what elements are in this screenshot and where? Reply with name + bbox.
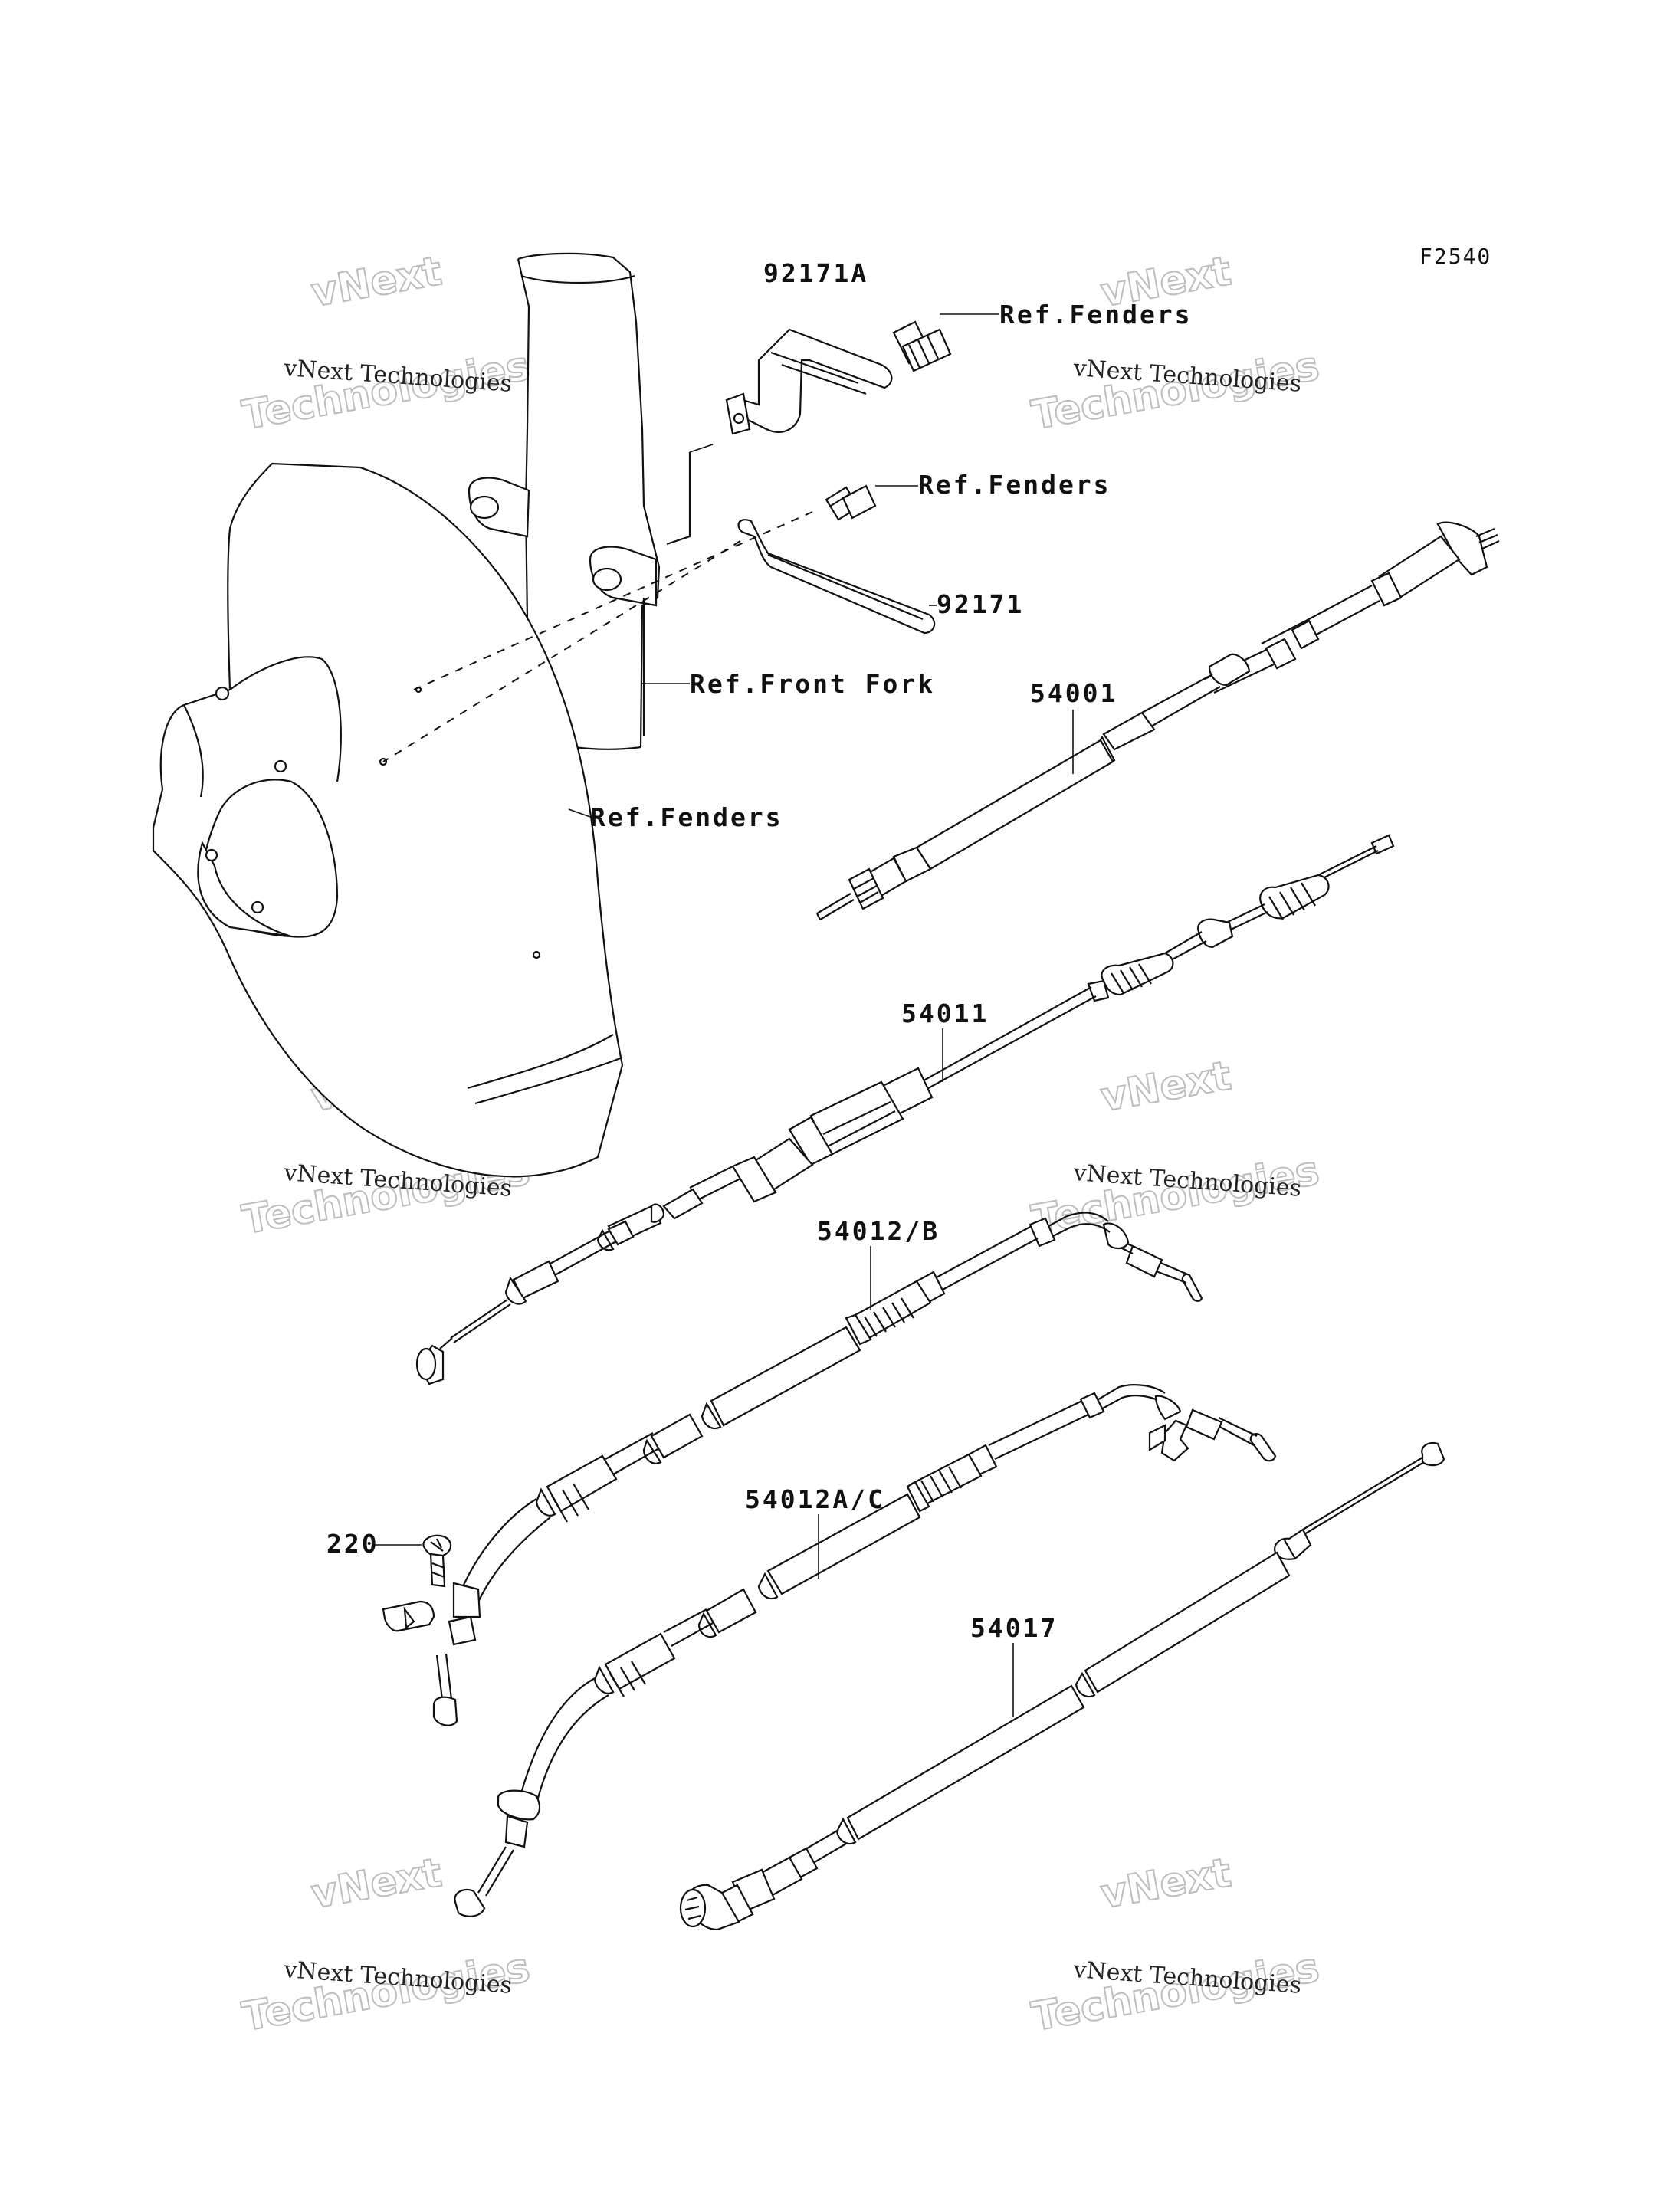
- cable-54012ac: [454, 1384, 1277, 1917]
- bracket-92171a: [666, 313, 999, 546]
- label-54017: 54017: [970, 1613, 1058, 1643]
- cable-54017: [679, 1441, 1445, 1931]
- label-ref-fenders-fender: Ref.Fenders: [590, 802, 783, 832]
- label-54012b: 54012/B: [817, 1216, 940, 1246]
- watermark-brand: vNext: [308, 1850, 445, 1918]
- clip-bracket: [382, 1600, 435, 1632]
- label-54011: 54011: [901, 998, 989, 1028]
- guide-92171: [737, 484, 937, 635]
- attach-line-upper: [413, 511, 813, 690]
- label-54001: 54001: [1030, 678, 1117, 708]
- label-220: 220: [326, 1529, 379, 1559]
- fender-leader: [568, 808, 591, 818]
- label-ref-front-fork: Ref.Front Fork: [690, 669, 935, 699]
- cable-54012b: [432, 1212, 1203, 1726]
- watermark-brand: vNext: [1098, 1850, 1235, 1918]
- label-92171: 92171: [937, 589, 1024, 619]
- cable-54001: [816, 521, 1500, 920]
- watermark-brand: vNext: [1098, 1053, 1235, 1121]
- screw-220: [422, 1534, 452, 1588]
- front-fender: [152, 462, 624, 1178]
- diagram-code: F2540: [1419, 244, 1491, 269]
- label-ref-fenders-top: Ref.Fenders: [999, 300, 1193, 330]
- label-ref-fenders-mid: Ref.Fenders: [918, 470, 1111, 500]
- watermark-brand: vNext: [308, 248, 445, 316]
- front-fork: [468, 252, 661, 750]
- label-92171a: 92171A: [763, 258, 868, 288]
- label-54012ac: 54012A/C: [745, 1484, 885, 1514]
- cable-54011: [415, 834, 1395, 1385]
- bolt-top: [892, 320, 952, 372]
